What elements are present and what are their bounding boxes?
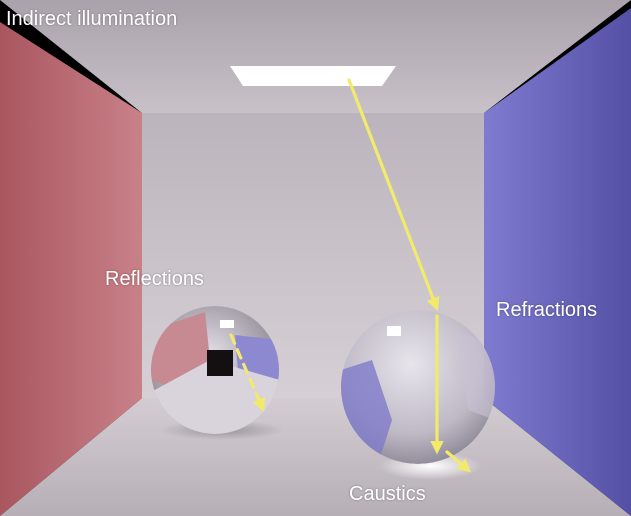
mirror-sphere xyxy=(151,306,279,434)
left-wall xyxy=(0,22,142,516)
ray-reflection-dashed xyxy=(229,333,265,412)
ceiling xyxy=(0,0,631,113)
ceiling-light-panel xyxy=(230,66,396,86)
refractions-label: Refractions xyxy=(496,299,598,321)
ray-paths xyxy=(229,78,472,473)
caustics-label: Caustics xyxy=(349,483,426,505)
reflections-label: Reflections xyxy=(105,268,204,290)
ray-caustic-exit xyxy=(445,450,472,473)
indirect-illumination-label: Indirect illumination xyxy=(6,8,178,30)
right-wall xyxy=(484,8,631,516)
glass-sphere xyxy=(341,310,495,464)
ray-light-to-glass xyxy=(347,78,440,312)
